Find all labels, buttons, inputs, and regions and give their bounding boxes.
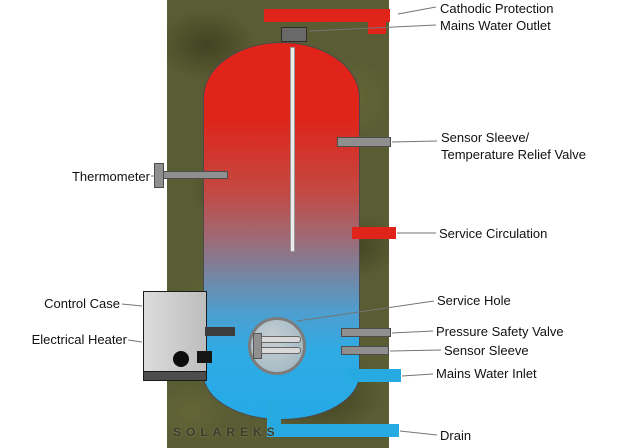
leader-line-pressure-safety-valve	[391, 330, 434, 334]
control-case-bottom-strip	[143, 371, 207, 381]
brand-watermark: SOLAREKS	[173, 425, 280, 439]
electrical-heater-plug	[197, 351, 212, 363]
electrical-heater-duct	[205, 327, 235, 336]
label-pressure-safety-valve: Pressure Safety Valve	[436, 324, 564, 339]
heater-element-base	[253, 333, 262, 359]
mains-water-outlet-pipe-vertical	[368, 21, 386, 34]
thermometer-stem	[154, 163, 164, 188]
heater-element-rod-2	[261, 347, 301, 354]
heater-element-rod-1	[261, 336, 301, 343]
mains-water-outlet-pipe-horizontal	[264, 9, 390, 22]
temperature-relief-valve-fitting	[337, 137, 391, 147]
label-thermometer: Thermometer	[71, 169, 150, 184]
label-service-hole: Service Hole	[437, 293, 511, 308]
leader-line-cathodic-protection	[397, 6, 437, 15]
label-sensor-sleeve-trv-line2: Temperature Relief Valve	[441, 147, 586, 162]
leader-line-mains-water-inlet	[401, 373, 434, 377]
leader-line-sensor-sleeve-trv	[391, 140, 438, 143]
mains-water-inlet-pipe	[346, 369, 401, 382]
label-cathodic-protection: Cathodic Protection	[440, 1, 554, 16]
control-knob	[173, 351, 189, 367]
sensor-sleeve-fitting	[341, 346, 389, 355]
label-drain: Drain	[440, 428, 472, 443]
label-control-case: Control Case	[44, 296, 120, 311]
leader-line-sensor-sleeve	[389, 349, 442, 352]
service-circulation-pipe	[352, 227, 396, 239]
anode-head	[281, 27, 307, 42]
label-sensor-sleeve: Sensor Sleeve	[444, 343, 529, 358]
label-mains-water-outlet: Mains Water Outlet	[440, 18, 551, 33]
label-sensor-sleeve-trv-line1: Sensor Sleeve/	[441, 130, 530, 145]
label-electrical-heater: Electrical Heater	[31, 332, 127, 347]
control-case-box	[143, 291, 207, 381]
anode-rod	[290, 47, 295, 252]
thermometer-probe	[159, 171, 228, 179]
label-service-circulation: Service Circulation	[439, 226, 548, 241]
leader-line-electrical-heater	[127, 339, 143, 343]
drain-pipe-horizontal	[267, 424, 399, 437]
leader-line-drain	[399, 430, 438, 436]
leader-line-control-case	[121, 303, 143, 307]
label-mains-water-inlet: Mains Water Inlet	[436, 366, 537, 381]
pressure-safety-valve-fitting	[341, 328, 391, 337]
